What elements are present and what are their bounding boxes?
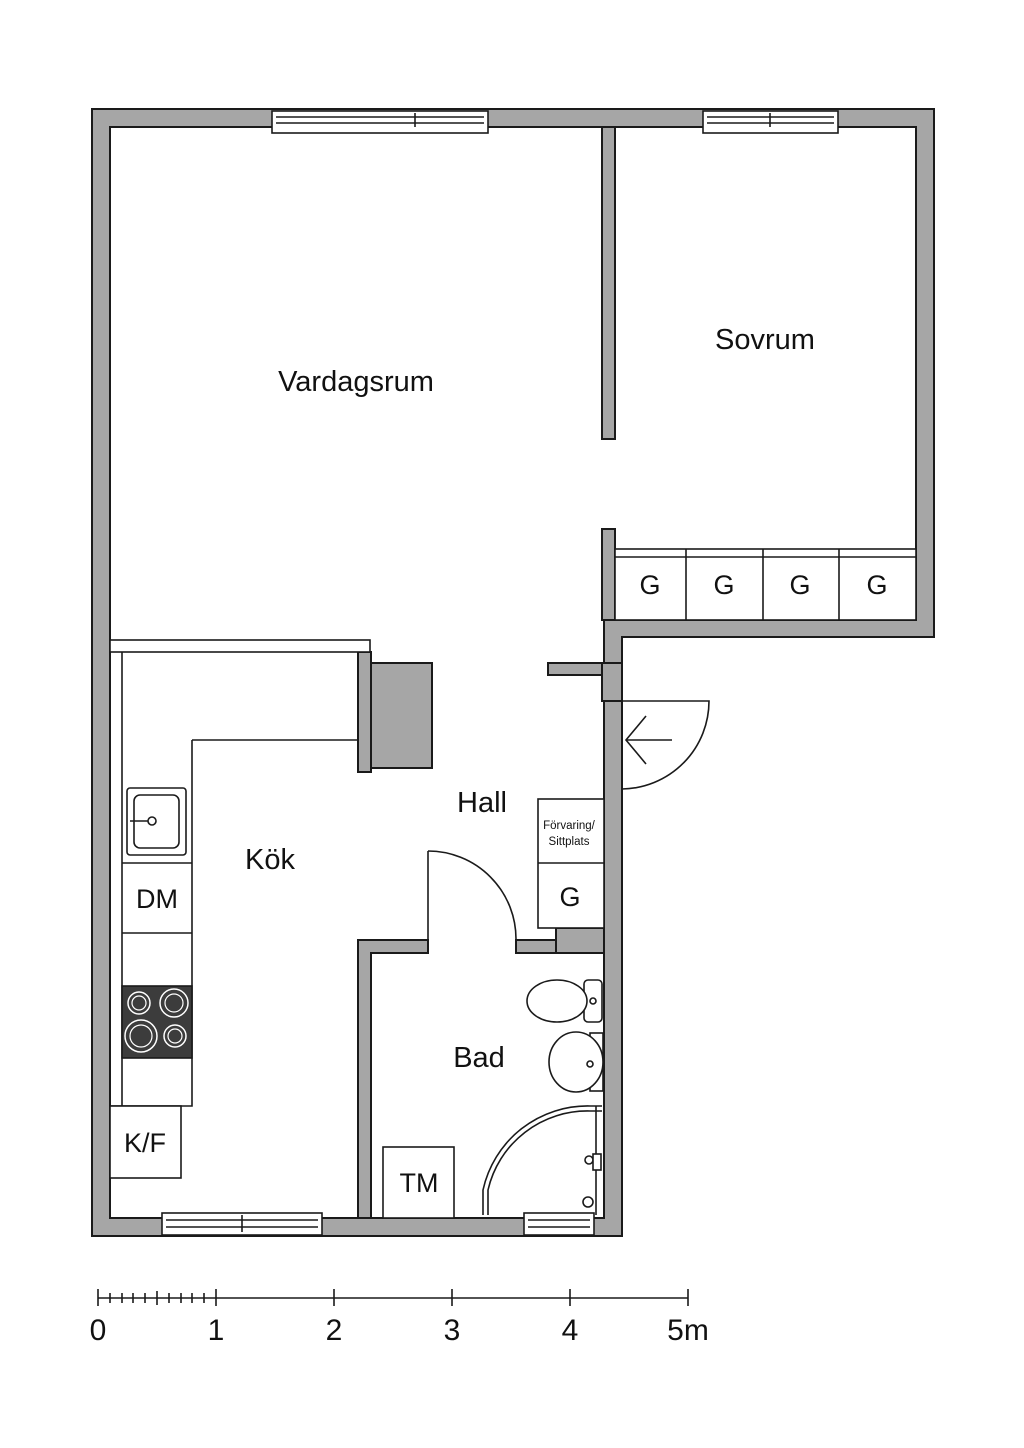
hall-wardrobe-label: G (559, 882, 580, 912)
scale-major-ticks (97, 1289, 689, 1306)
window-bedroom (702, 110, 839, 134)
scale-label-3: 3 (444, 1314, 461, 1347)
fridge-freezer-label: K/F (124, 1128, 166, 1158)
entrance-arrow-icon (624, 715, 672, 765)
dishwasher: DM (136, 884, 178, 914)
sink (126, 787, 187, 856)
shower (482, 1105, 602, 1215)
scale-label-2: 2 (326, 1314, 343, 1347)
window-bathroom (523, 1212, 595, 1236)
window-kitchen (161, 1212, 323, 1236)
scale-label-5m: 5m (667, 1314, 709, 1347)
scale-label-4: 4 (562, 1314, 579, 1347)
wardrobe-label-2: G (713, 570, 734, 600)
scale-bar: 0 1 2 3 4 5m (90, 1289, 709, 1347)
kitchen-counters: DM K/F (109, 639, 371, 1179)
bedroom-wardrobes: G G G G (614, 548, 917, 621)
washbasin (548, 1031, 604, 1093)
scale-labels: 0 1 2 3 4 5m (90, 1314, 709, 1347)
storage-label-line1: Förvaring/ (543, 820, 596, 832)
exterior-walls (91, 108, 935, 1237)
wardrobe-label-4: G (866, 570, 887, 600)
dishwasher-label: DM (136, 884, 178, 914)
room-label-kok: Kök (245, 844, 295, 876)
toilet (526, 979, 603, 1023)
wardrobe-label-3: G (789, 570, 810, 600)
bathroom-fixtures: TM (382, 979, 604, 1219)
room-labels: Vardagsrum Sovrum Kök Hall Bad (245, 324, 815, 1074)
windows (161, 110, 839, 1236)
bathroom-door (427, 850, 517, 941)
room-label-bad: Bad (453, 1042, 505, 1074)
hall-storage: Förvaring/ Sittplats G (537, 798, 605, 929)
storage-label-line2: Sittplats (549, 836, 590, 848)
washing-machine: TM (382, 1146, 455, 1219)
wardrobe-label-1: G (639, 570, 660, 600)
room-label-hall: Hall (457, 787, 507, 819)
fridge-freezer: K/F (109, 1105, 182, 1179)
stove (121, 985, 193, 1059)
window-living-room (271, 110, 489, 134)
room-label-sovrum: Sovrum (715, 324, 815, 356)
entrance-door (621, 700, 710, 790)
room-label-vardagsrum: Vardagsrum (278, 366, 434, 398)
scale-label-1: 1 (208, 1314, 225, 1347)
washing-machine-label: TM (400, 1168, 439, 1198)
scale-minor-ticks (109, 1291, 205, 1305)
scale-label-0: 0 (90, 1314, 107, 1347)
